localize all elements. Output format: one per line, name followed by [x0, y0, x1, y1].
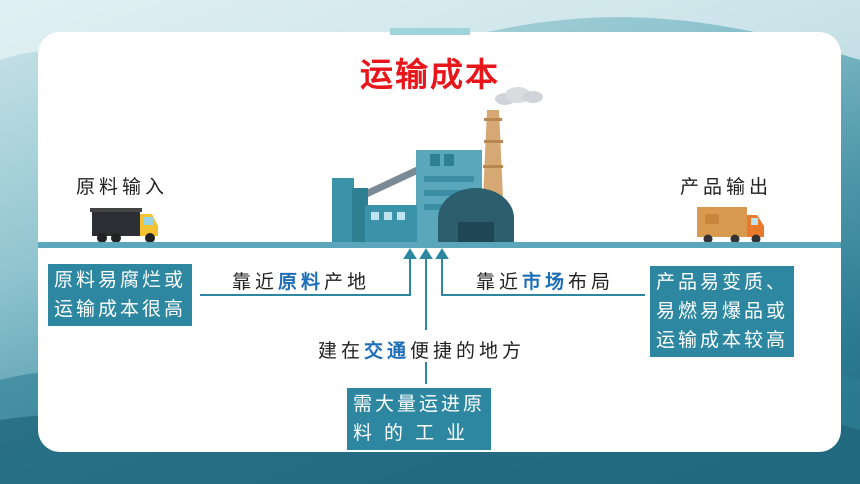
near-raw-material-text: 靠近原料产地 — [232, 271, 371, 293]
near-transport-text: 建在交通便捷的地方 — [318, 340, 526, 362]
bottom-condition-box: 需大量运进原 料 的 工 业 — [347, 388, 492, 450]
raw-material-input-label: 原料输入 — [76, 176, 169, 198]
dump-truck-icon — [90, 208, 158, 243]
page-title: 运输成本 — [360, 55, 500, 94]
ground-line — [38, 242, 841, 248]
right-condition-box: 产品易变质、 易燃易爆品或 运输成本较高 — [650, 266, 795, 357]
delivery-truck-icon — [697, 207, 764, 244]
top-tab-decoration — [390, 28, 470, 35]
factory-icon — [332, 87, 543, 242]
connector-lines — [200, 248, 645, 384]
near-market-text: 靠近市场布局 — [476, 271, 615, 293]
product-output-label: 产品输出 — [680, 176, 773, 198]
left-condition-box: 原料易腐烂或 运输成本很高 — [48, 264, 193, 326]
